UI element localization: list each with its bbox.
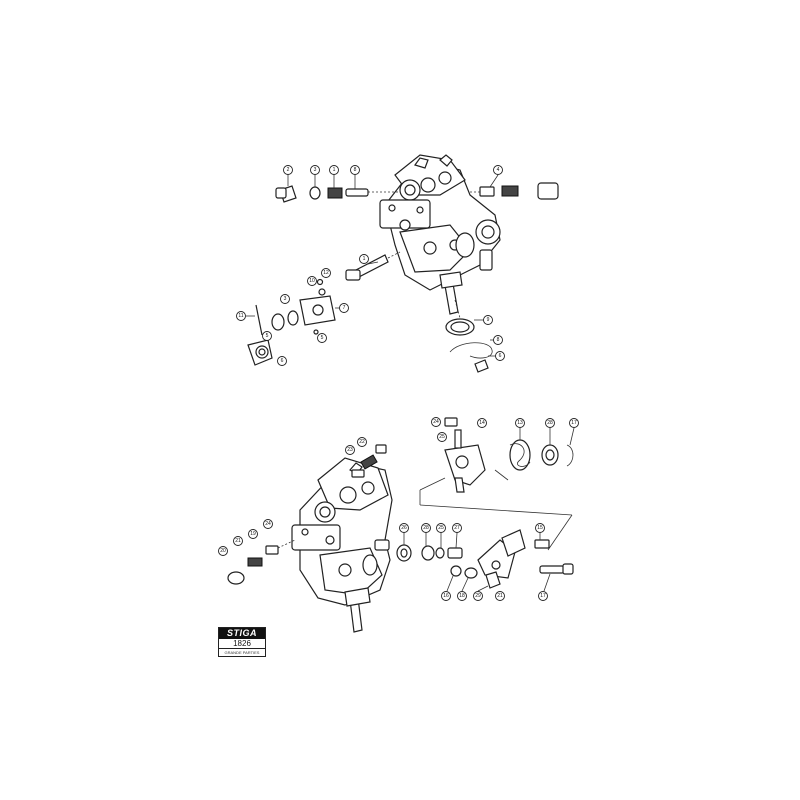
callout-marker — [262, 331, 272, 341]
callout-number: 8 — [497, 337, 500, 343]
callout-number: 3 — [284, 296, 287, 302]
bottom-callouts: 23 22 20 21 19 24 26 28 25 27 24 25 14 1… — [218, 417, 579, 601]
callout-number: 28 — [547, 420, 553, 426]
callout-number: 25 — [439, 434, 445, 440]
callout-number: 3 — [314, 167, 317, 173]
callout-number: 26 — [401, 525, 407, 531]
bottom-assembly: 23 22 20 21 19 24 26 28 25 27 24 25 14 1… — [218, 417, 579, 633]
callout-marker — [473, 591, 483, 601]
callout-marker — [483, 315, 493, 325]
bottom-bracket-lines — [419, 477, 573, 551]
callout-number: 19 — [250, 531, 256, 537]
callout-number: 8 — [354, 167, 357, 173]
callout-number: 15 — [537, 525, 543, 531]
callout-marker — [535, 523, 545, 533]
callout-marker — [357, 437, 367, 447]
callout-marker — [569, 418, 579, 428]
bottom-housing — [291, 457, 393, 633]
callout-marker — [317, 333, 327, 343]
callout-number: 18 — [459, 593, 465, 599]
callout-number: 27 — [454, 525, 460, 531]
callout-marker — [310, 165, 320, 175]
callout-number: 29 — [475, 593, 481, 599]
callout-number: 25 — [438, 525, 444, 531]
callout-marker — [283, 165, 293, 175]
callout-number: 23 — [347, 447, 353, 453]
callout-number: 1 — [333, 167, 336, 173]
callout-marker — [436, 523, 446, 533]
callout-marker — [359, 254, 369, 264]
callout-number: 12 — [323, 270, 329, 276]
callout-marker — [248, 529, 258, 539]
callout-number: 17 — [571, 420, 577, 426]
callout-marker — [493, 165, 503, 175]
callout-marker — [441, 591, 451, 601]
top-callouts: 2 3 1 8 4 1 12 10 3 7 11 5 6 5 9 8 — [236, 165, 505, 366]
logo-subtext: GRANDE PARTIES — [224, 650, 260, 655]
callout-marker — [350, 165, 360, 175]
callout-number: 5 — [321, 335, 324, 341]
callout-marker — [277, 356, 287, 366]
callout-number: 7 — [343, 305, 346, 311]
callout-marker — [236, 311, 246, 321]
callout-marker — [495, 351, 505, 361]
top-left-parts — [247, 278, 336, 366]
callout-number: 21 — [497, 593, 503, 599]
callout-number: 16 — [443, 593, 449, 599]
callout-marker — [345, 445, 355, 455]
callout-marker — [263, 519, 273, 529]
top-parts-row — [275, 182, 559, 203]
callout-marker — [399, 523, 409, 533]
callout-marker — [493, 335, 503, 345]
callout-marker — [515, 418, 525, 428]
top-assembly: 2 3 1 8 4 1 12 10 3 7 11 5 6 5 9 8 — [236, 154, 559, 373]
callout-number: 24 — [433, 419, 439, 425]
callout-number: 2 — [287, 167, 290, 173]
callout-marker — [431, 417, 441, 427]
top-housing — [379, 154, 501, 315]
stiga-logo-box: STIGA 1826 GRANDE PARTIES — [218, 627, 266, 657]
callout-number: 9 — [487, 317, 490, 323]
diagram-code: 1826 — [219, 639, 265, 649]
callout-number: 6 — [499, 353, 502, 359]
callout-number: 10 — [309, 278, 315, 284]
callout-marker — [421, 523, 431, 533]
brand-logo: STIGA — [219, 628, 265, 639]
callout-marker — [339, 303, 349, 313]
callout-number: 24 — [265, 521, 271, 527]
callout-number: 20 — [220, 548, 226, 554]
callout-number: 21 — [235, 538, 241, 544]
callout-number: 11 — [238, 313, 243, 319]
callout-number: 22 — [359, 439, 365, 445]
callout-marker — [437, 432, 447, 442]
callout-number: 4 — [497, 167, 500, 173]
callout-marker — [545, 418, 555, 428]
callout-number: 5 — [266, 333, 269, 339]
bottom-left-parts — [227, 444, 387, 585]
callout-marker — [495, 591, 505, 601]
callout-number: 28 — [423, 525, 429, 531]
callout-marker — [477, 418, 487, 428]
callout-marker — [452, 523, 462, 533]
callout-marker — [280, 294, 290, 304]
callout-marker — [321, 268, 331, 278]
callout-number: 17 — [540, 593, 546, 599]
callout-marker — [329, 165, 339, 175]
callout-marker — [307, 276, 317, 286]
bottom-right-parts — [396, 529, 574, 589]
callout-number: 13 — [517, 420, 523, 426]
callout-number: 1 — [363, 256, 366, 262]
top-spindle — [345, 251, 401, 281]
top-rings — [445, 299, 493, 373]
callout-marker — [233, 536, 243, 546]
callout-number: 14 — [479, 420, 485, 426]
callout-marker — [218, 546, 228, 556]
callout-marker — [457, 591, 467, 601]
bottom-right-top-parts — [444, 417, 574, 493]
callout-marker — [538, 591, 548, 601]
callout-number: 6 — [281, 358, 284, 364]
